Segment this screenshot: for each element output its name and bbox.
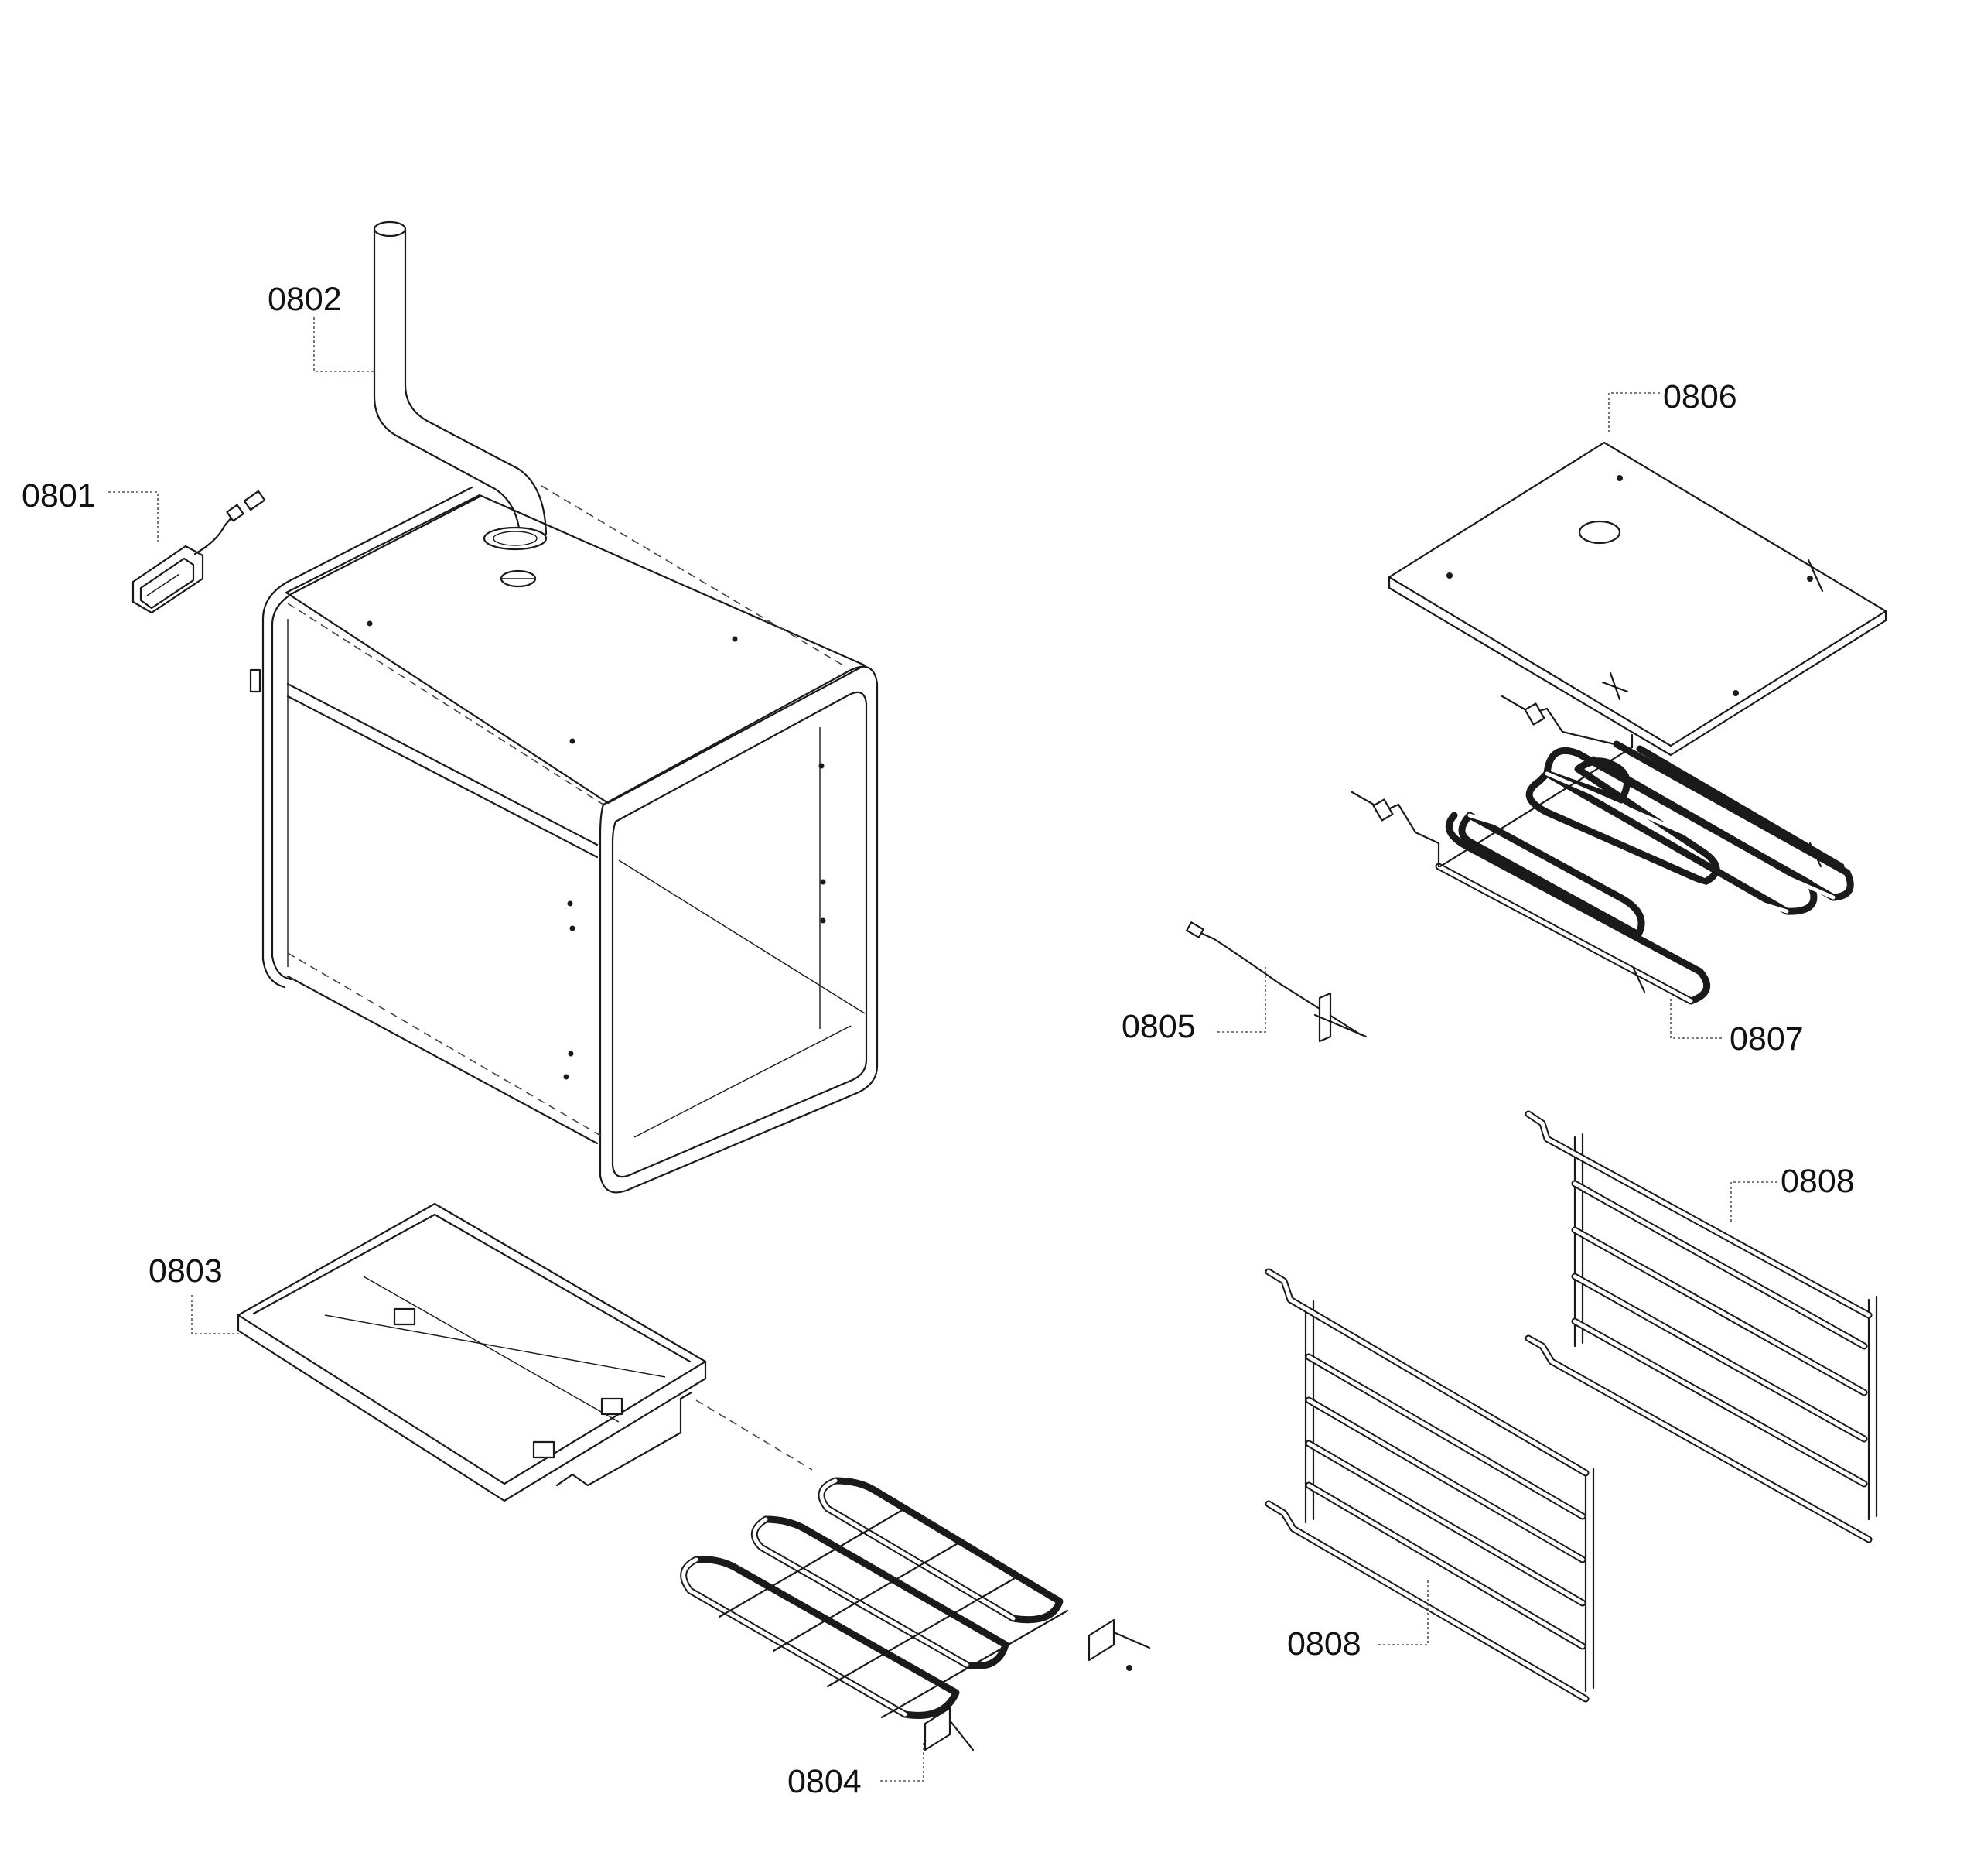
part-0801-drawing bbox=[131, 490, 266, 614]
part-0804-drawing bbox=[680, 1477, 1151, 1751]
leader-lines bbox=[108, 317, 1777, 1782]
part-0806-drawing bbox=[1388, 441, 1887, 757]
part-0807-drawing bbox=[1351, 695, 1854, 1005]
part-0802-drawing bbox=[373, 220, 548, 551]
part-label-0808-right: 0808 bbox=[1781, 1163, 1855, 1200]
part-0808-right-drawing bbox=[1525, 1110, 1878, 1543]
part-0803-drawing bbox=[237, 1202, 813, 1502]
oven-cavity-drawing bbox=[249, 485, 879, 1194]
part-label-0805: 0805 bbox=[1122, 1008, 1196, 1045]
part-label-0803: 0803 bbox=[149, 1252, 223, 1290]
part-label-0807: 0807 bbox=[1730, 1020, 1804, 1058]
part-label-0802: 0802 bbox=[268, 281, 342, 318]
part-label-0804: 0804 bbox=[787, 1763, 862, 1800]
part-label-0801: 0801 bbox=[22, 477, 96, 514]
part-0805-drawing bbox=[1186, 921, 1368, 1043]
part-0808-left-drawing bbox=[1265, 1268, 1595, 1703]
part-label-0808-left: 0808 bbox=[1287, 1625, 1361, 1662]
part-label-0806: 0806 bbox=[1663, 378, 1737, 415]
